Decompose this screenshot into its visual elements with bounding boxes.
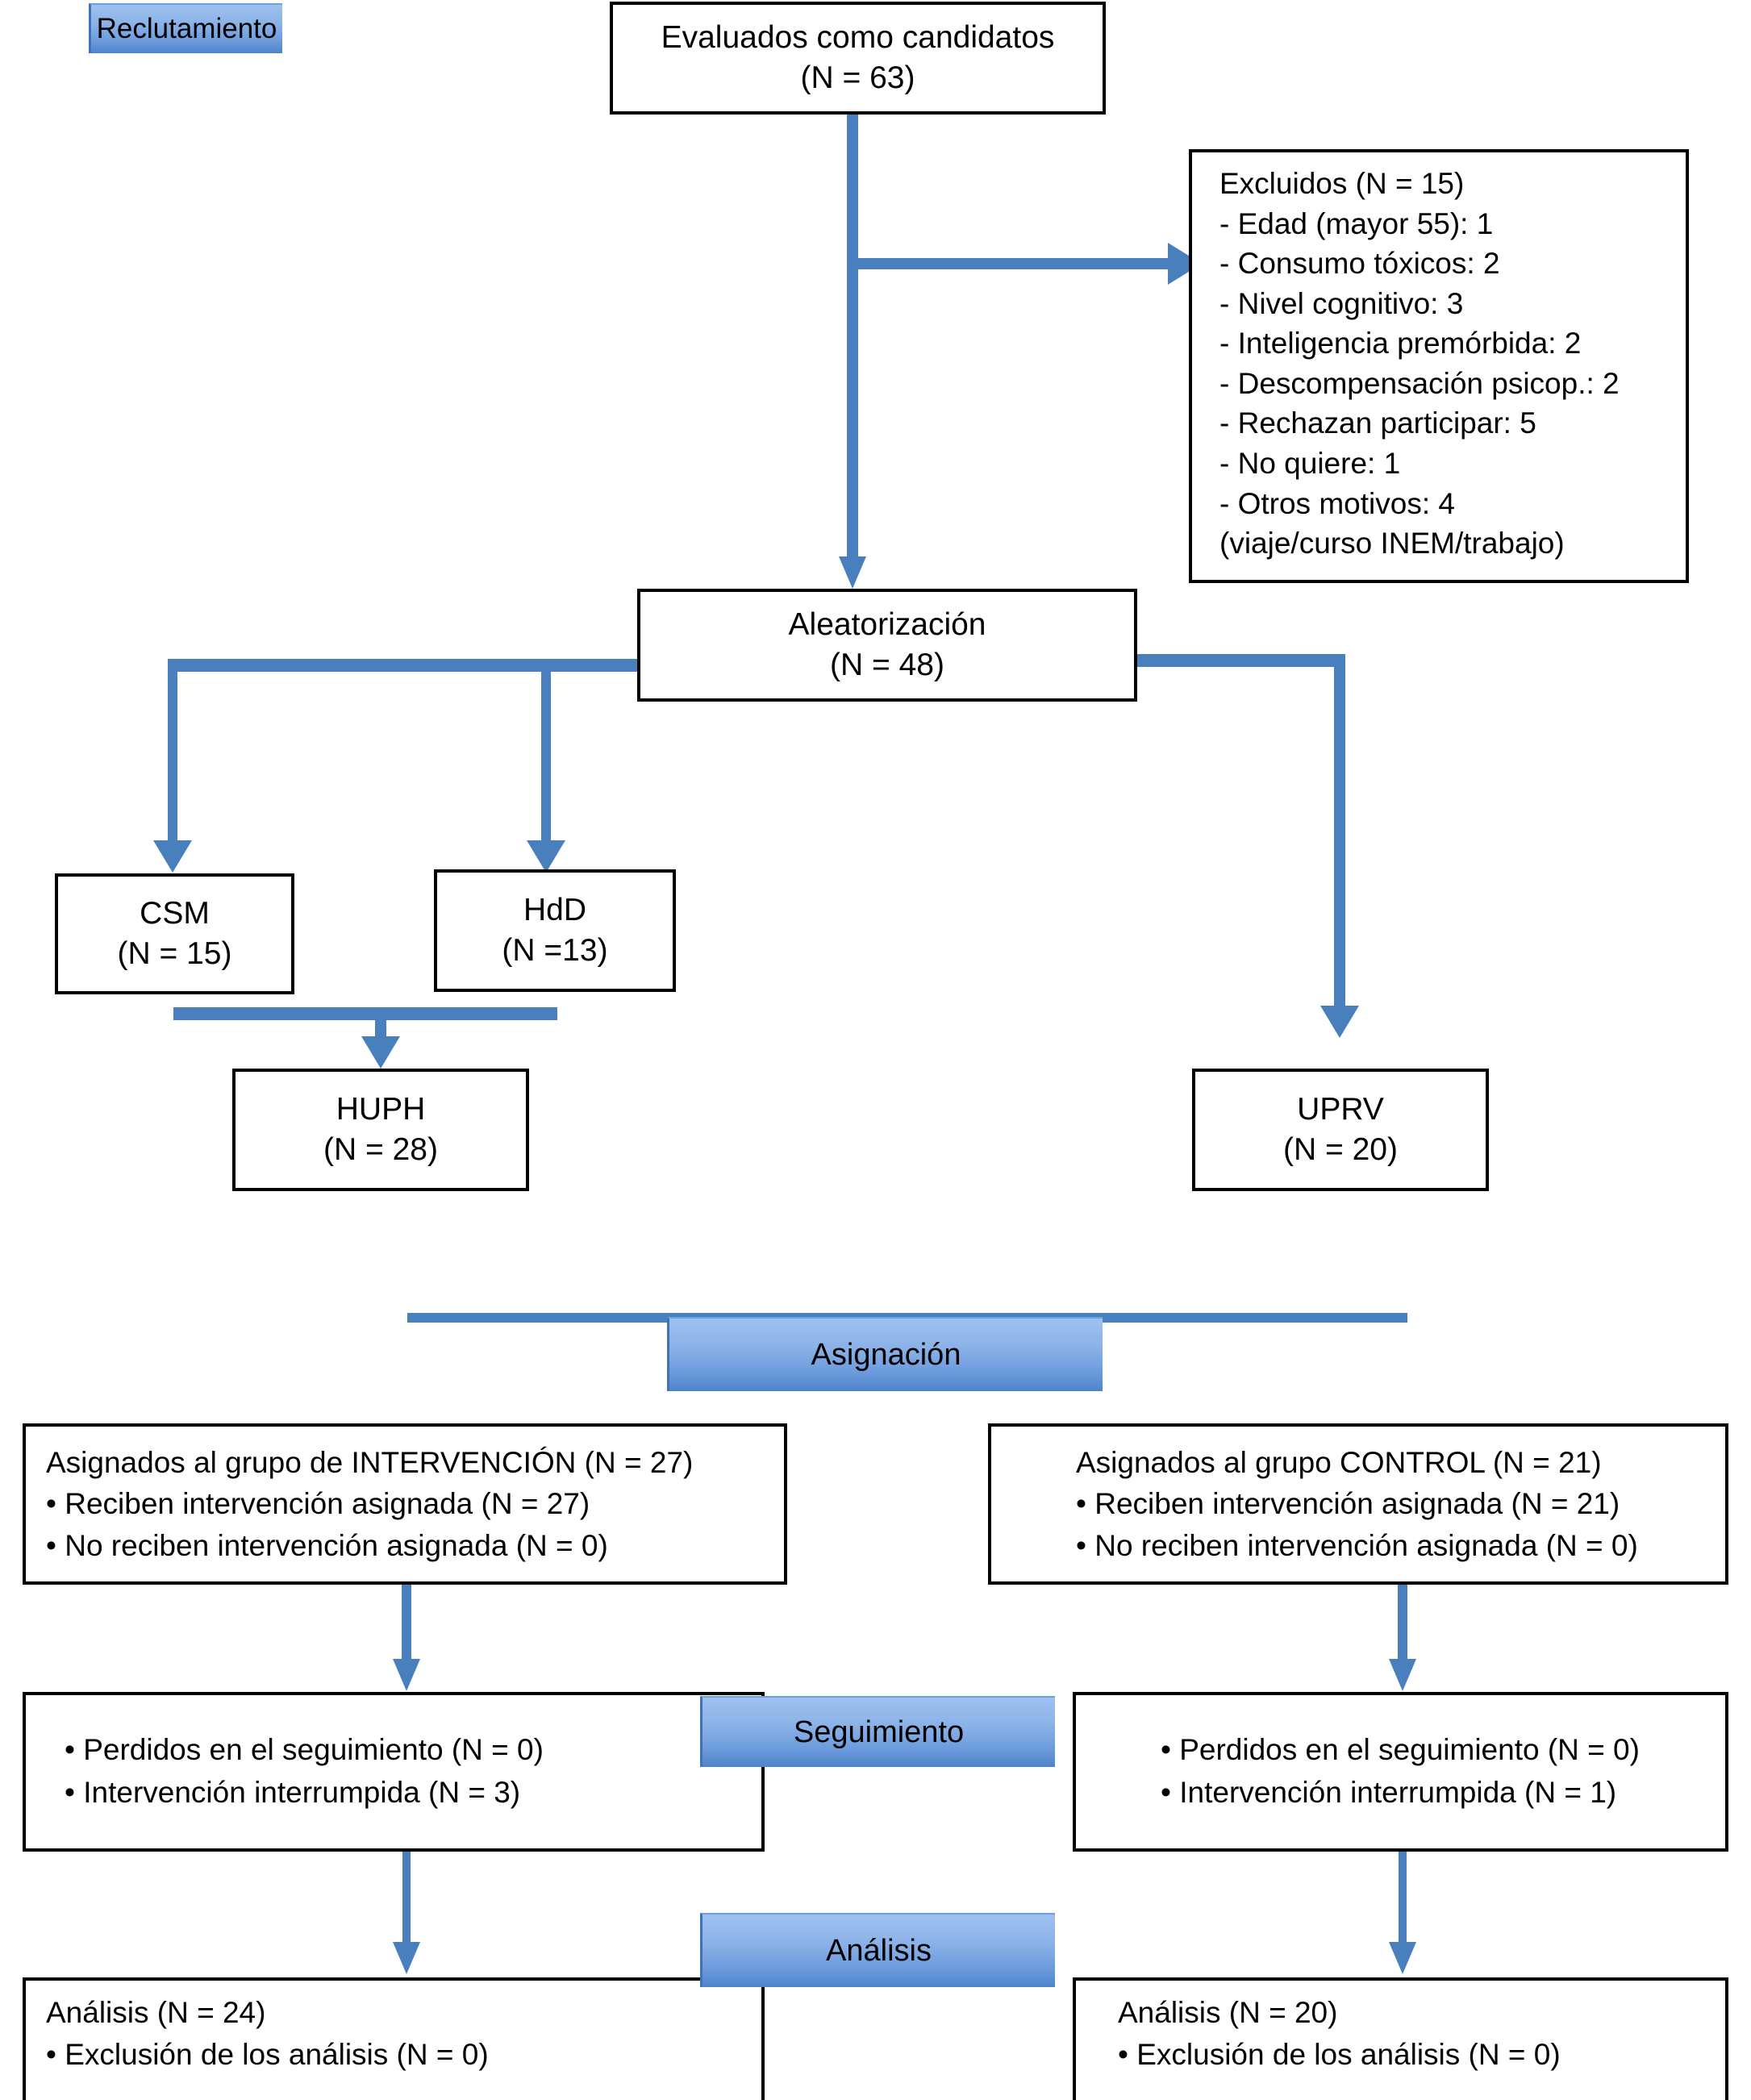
control-alloc-bullet: • No reciben intervención asignada (N = … bbox=[1076, 1528, 1638, 1562]
intervention-alloc-bullet: • Reciben intervención asignada (N = 27) bbox=[46, 1487, 590, 1521]
hdd-line-2: (N =13) bbox=[502, 933, 608, 968]
node-csm: CSM (N = 15) bbox=[55, 873, 294, 994]
arrowhead-control-followup bbox=[1389, 1659, 1416, 1691]
connector-random-to-hdd bbox=[541, 659, 551, 846]
excluded-reason: - Consumo tóxicos: 2 bbox=[1219, 247, 1500, 281]
node-intervention-analysis: Análisis (N = 24) • Exclusión de los aná… bbox=[23, 1977, 765, 2100]
connector-random-to-uprv bbox=[1334, 654, 1345, 1009]
arrowhead-intervention-analysis bbox=[393, 1942, 420, 1974]
connector-csm-hdd-merge-rail bbox=[173, 1007, 557, 1020]
connector-assessed-to-random bbox=[847, 115, 858, 556]
control-analysis-bullet: • Exclusión de los análisis (N = 0) bbox=[1118, 2037, 1561, 2071]
stage-badge-reclutamiento: Reclutamiento bbox=[89, 3, 282, 53]
excluded-reason: - Inteligencia premórbida: 2 bbox=[1219, 327, 1582, 360]
connector-assessed-to-excluded bbox=[852, 258, 1170, 269]
connector-intervention-alloc-to-followup bbox=[402, 1585, 411, 1665]
excluded-reason: - Otros motivos: 4 bbox=[1219, 486, 1455, 520]
randomization-line-1: Aleatorización bbox=[788, 607, 986, 643]
stage-label-analisis: Análisis bbox=[826, 1933, 932, 1968]
stage-badge-analisis: Análisis bbox=[700, 1913, 1055, 1987]
node-intervention-allocation: Asignados al grupo de INTERVENCIÓN (N = … bbox=[23, 1423, 787, 1585]
randomization-line-2: (N = 48) bbox=[830, 648, 944, 682]
intervention-alloc-bullet: • No reciben intervención asignada (N = … bbox=[46, 1528, 608, 1562]
intervention-alloc-heading: Asignados al grupo de INTERVENCIÓN (N = … bbox=[46, 1446, 694, 1480]
huph-line-1: HUPH bbox=[336, 1092, 426, 1127]
uprv-line-2: (N = 20) bbox=[1283, 1132, 1398, 1167]
excluded-heading: Excluidos (N = 15) bbox=[1219, 167, 1465, 200]
connector-random-left-rail bbox=[168, 659, 652, 672]
control-alloc-heading: Asignados al grupo CONTROL (N = 21) bbox=[1076, 1446, 1602, 1480]
arrowhead-random bbox=[839, 556, 866, 589]
stage-label-seguimiento: Seguimiento bbox=[793, 1715, 965, 1749]
excluded-reason: - Rechazan participar: 5 bbox=[1219, 406, 1536, 440]
connector-control-alloc-to-followup bbox=[1398, 1585, 1407, 1665]
arrowhead-intervention-followup bbox=[393, 1659, 420, 1691]
stage-label-reclutamiento: Reclutamiento bbox=[96, 13, 277, 44]
control-alloc-bullet: • Reciben intervención asignada (N = 21) bbox=[1076, 1487, 1620, 1521]
control-followup-bullet: • Perdidos en el seguimiento (N = 0) bbox=[1161, 1733, 1640, 1767]
node-control-followup: • Perdidos en el seguimiento (N = 0) • I… bbox=[1073, 1692, 1728, 1852]
node-huph: HUPH (N = 28) bbox=[232, 1069, 529, 1191]
arrowhead-control-analysis bbox=[1389, 1942, 1416, 1974]
excluded-reason: - No quiere: 1 bbox=[1219, 447, 1401, 481]
csm-line-2: (N = 15) bbox=[117, 936, 232, 971]
arrowhead-csm bbox=[153, 840, 192, 873]
connector-random-right-rail bbox=[1128, 654, 1344, 667]
node-assessed-candidates: Evaluados como candidatos (N = 63) bbox=[610, 2, 1106, 115]
excluded-reason: - Descompensación psicop.: 2 bbox=[1219, 366, 1620, 400]
node-control-allocation: Asignados al grupo CONTROL (N = 21) • Re… bbox=[988, 1423, 1728, 1585]
intervention-followup-bullet: • Intervención interrumpida (N = 3) bbox=[65, 1776, 521, 1809]
connector-control-followup-to-analysis bbox=[1399, 1852, 1407, 1948]
stage-badge-seguimiento: Seguimiento bbox=[700, 1696, 1055, 1767]
excluded-reason: - Edad (mayor 55): 1 bbox=[1219, 206, 1494, 240]
huph-line-2: (N = 28) bbox=[323, 1132, 438, 1167]
node-uprv: UPRV (N = 20) bbox=[1192, 1069, 1489, 1191]
assessed-line-1: Evaluados como candidatos bbox=[661, 20, 1055, 56]
excluded-reason: - Nivel cognitivo: 3 bbox=[1219, 286, 1464, 320]
excluded-reason: (viaje/curso INEM/trabajo) bbox=[1219, 527, 1565, 560]
control-analysis-heading: Análisis (N = 20) bbox=[1118, 1996, 1338, 2029]
arrowhead-uprv bbox=[1320, 1006, 1359, 1038]
connector-random-to-csm bbox=[168, 659, 177, 846]
uprv-line-1: UPRV bbox=[1297, 1092, 1384, 1127]
arrowhead-hdd bbox=[527, 840, 565, 873]
intervention-followup-bullet: • Perdidos en el seguimiento (N = 0) bbox=[65, 1733, 544, 1767]
stage-label-asignacion: Asignación bbox=[811, 1337, 961, 1372]
connector-intervention-followup-to-analysis bbox=[402, 1852, 411, 1948]
csm-line-1: CSM bbox=[140, 896, 210, 931]
stage-badge-asignacion: Asignación bbox=[667, 1317, 1103, 1391]
node-intervention-followup: • Perdidos en el seguimiento (N = 0) • I… bbox=[23, 1692, 765, 1852]
node-hdd: HdD (N =13) bbox=[434, 869, 676, 992]
node-randomization: Aleatorización (N = 48) bbox=[637, 589, 1137, 702]
node-control-analysis: Análisis (N = 20) • Exclusión de los aná… bbox=[1073, 1977, 1728, 2100]
node-excluded: Excluidos (N = 15) - Edad (mayor 55): 1 … bbox=[1189, 149, 1689, 583]
intervention-analysis-heading: Análisis (N = 24) bbox=[46, 1996, 266, 2029]
arrowhead-huph bbox=[361, 1036, 400, 1069]
intervention-analysis-bullet: • Exclusión de los análisis (N = 0) bbox=[46, 2037, 489, 2071]
control-followup-bullet: • Intervención interrumpida (N = 1) bbox=[1161, 1776, 1617, 1809]
assessed-line-2: (N = 63) bbox=[800, 60, 915, 95]
hdd-line-1: HdD bbox=[523, 893, 587, 928]
